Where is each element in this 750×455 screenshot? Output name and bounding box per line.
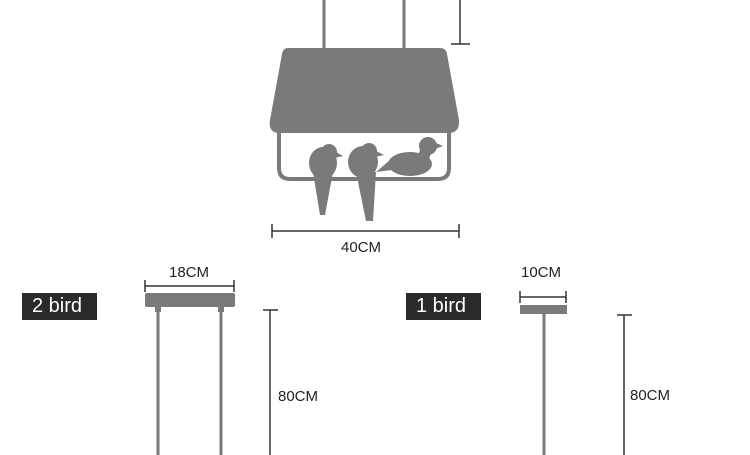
two-bird-canopy-plate (145, 293, 235, 307)
one-bird-canopy-width-line (519, 291, 567, 303)
two-bird-cord-length-line (263, 309, 278, 455)
one-bird-variant-label: 1 bird (406, 293, 481, 320)
bird-icon (348, 143, 384, 221)
two-bird-variant-label: 2 bird (22, 293, 97, 320)
one-bird-canopy-view: 10CM 80CM (519, 264, 670, 455)
top-width-dimension-line (271, 224, 460, 238)
three-bird-lamp: 40CM (269, 0, 470, 256)
cord-grip (155, 306, 161, 312)
two-bird-cord-length-label: 80CM (278, 388, 318, 405)
one-bird-canopy-plate (520, 305, 567, 314)
bird-icon (309, 144, 343, 215)
lamp-shade (269, 48, 460, 133)
bird-icon (376, 137, 443, 176)
one-bird-cord-length-label: 80CM (630, 387, 670, 404)
top-height-bracket (451, 0, 470, 45)
one-bird-canopy-width-label: 10CM (521, 264, 561, 281)
cord-grip (218, 306, 224, 312)
two-bird-canopy-width-label: 18CM (169, 264, 209, 281)
two-bird-canopy-width-line (144, 280, 235, 292)
top-width-label: 40CM (341, 239, 381, 256)
two-bird-canopy-view: 18CM 80CM (144, 264, 318, 455)
one-bird-cord-length-line (617, 314, 632, 455)
